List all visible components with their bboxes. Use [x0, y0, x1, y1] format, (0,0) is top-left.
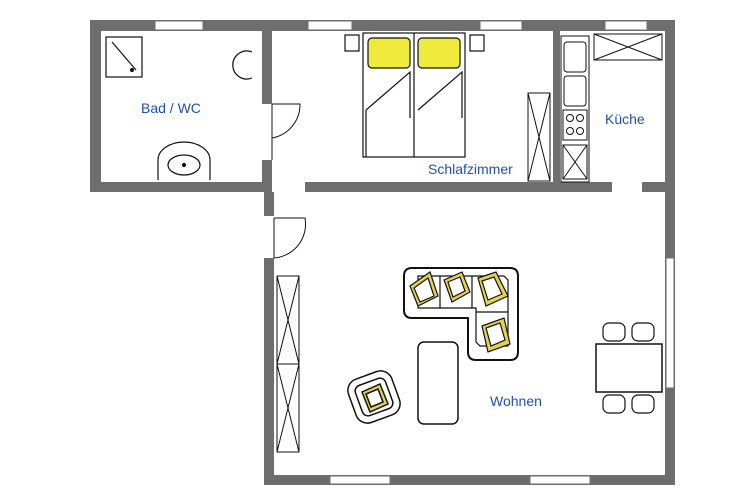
chair-icon — [602, 322, 655, 414]
bed-icon — [344, 32, 485, 158]
shower-icon — [105, 36, 143, 78]
walls — [90, 20, 675, 485]
room-label-living: Wohnen — [490, 393, 542, 409]
kitchen-cabinet — [593, 33, 663, 61]
armchair-icon — [347, 370, 401, 424]
room-label-bedroom: Schlafzimmer — [428, 161, 513, 177]
coffee-table — [417, 341, 459, 425]
stove-icon — [562, 109, 588, 180]
sofa-icon — [403, 267, 519, 361]
wardrobe-icon — [527, 92, 551, 182]
windows — [154, 20, 675, 485]
wall-unit — [276, 275, 300, 453]
room-label-kitchen: Küche — [605, 111, 645, 127]
doors — [271, 103, 307, 259]
sink-icon — [157, 141, 211, 180]
room-label-bath: Bad / WC — [141, 100, 201, 116]
dining-table-icon — [595, 343, 663, 393]
toilet-icon — [232, 50, 253, 80]
